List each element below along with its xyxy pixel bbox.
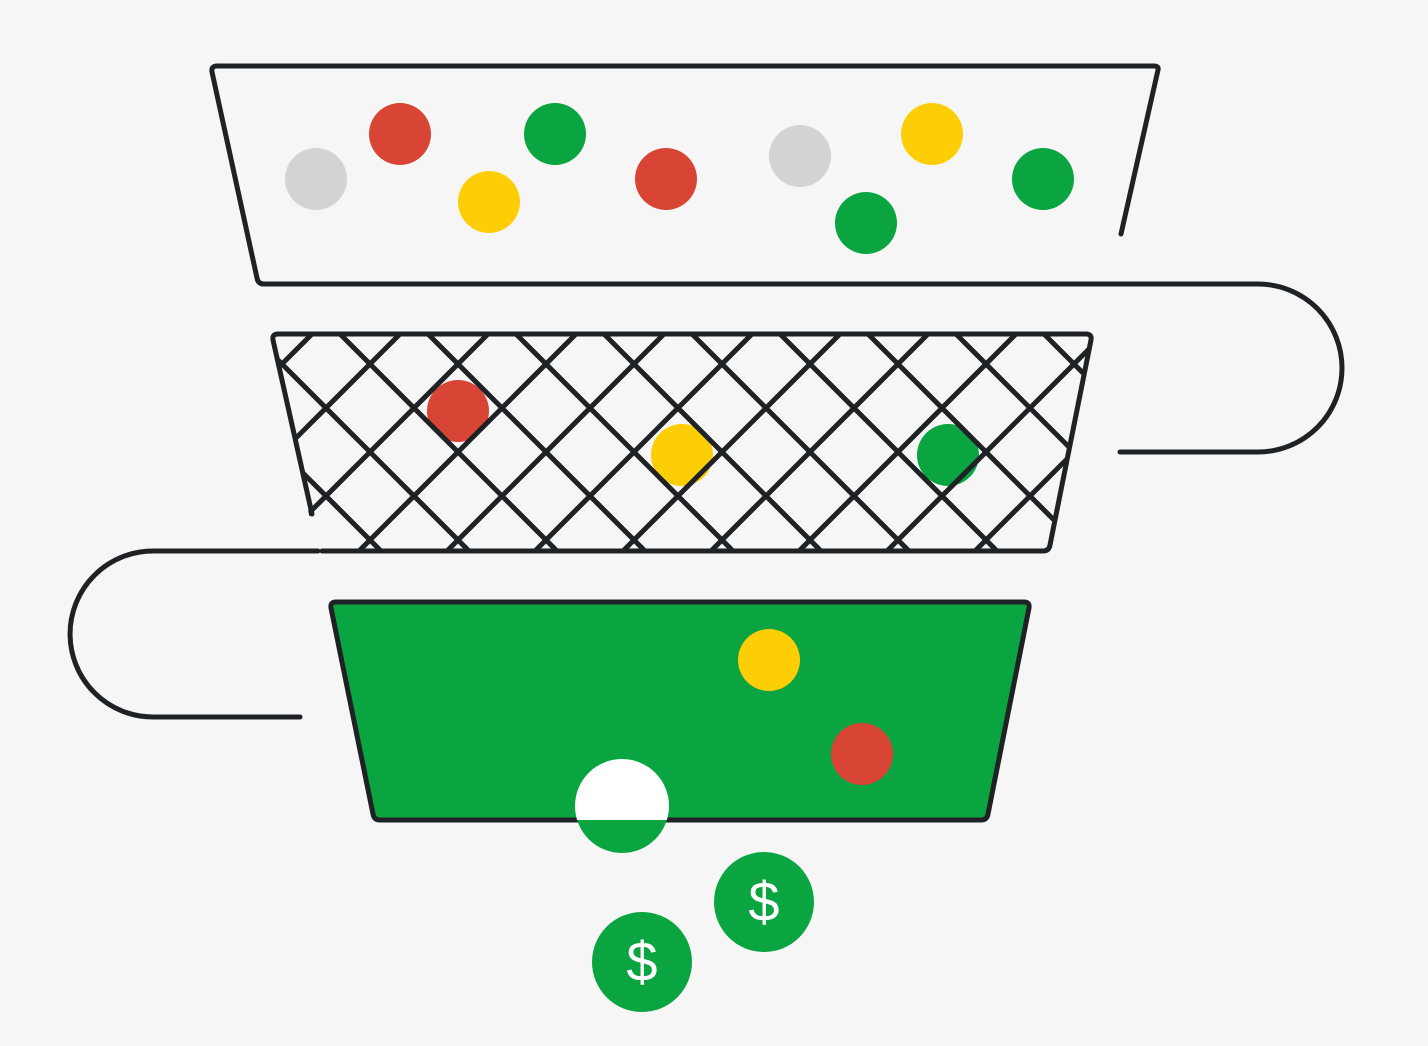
dollar-coin: $	[714, 852, 814, 952]
yellow-ball	[901, 103, 963, 165]
mesh-line	[426, 334, 680, 551]
mesh-net	[0, 320, 1428, 570]
mesh-line	[676, 334, 930, 551]
connector-track-right	[259, 281, 1345, 455]
red-ball	[635, 148, 697, 210]
red-ball	[369, 103, 431, 165]
mesh-line	[324, 334, 578, 551]
top-tier-balls	[285, 103, 1074, 254]
yellow-ball	[458, 171, 520, 233]
mesh-line	[866, 334, 1091, 551]
mesh-line	[764, 334, 1018, 551]
mesh-line	[778, 334, 1032, 551]
mesh-line	[338, 334, 592, 551]
dollar-coins: $ $	[592, 852, 814, 1012]
mesh-line	[602, 334, 856, 551]
gray-ball	[285, 148, 347, 210]
dollar-coin: $	[592, 912, 692, 1012]
mesh-line	[412, 334, 666, 551]
funnel-tier-top-outline	[209, 63, 1161, 287]
red-ball	[831, 723, 893, 785]
yellow-ball	[651, 424, 713, 486]
bottom-tier-balls	[738, 629, 893, 785]
mesh-line	[1028, 334, 1091, 551]
mesh-line	[588, 334, 842, 551]
gray-ball	[769, 125, 831, 187]
mesh-line	[940, 334, 1091, 551]
green-ball	[917, 424, 979, 486]
mesh-line	[274, 334, 328, 551]
yellow-ball	[738, 629, 800, 691]
connector-track-left	[67, 548, 321, 720]
red-ball	[427, 380, 489, 442]
dollar-sign-icon: $	[748, 870, 779, 933]
falling-ball-inside	[575, 759, 669, 820]
mesh-line	[0, 320, 238, 570]
middle-tier-balls	[427, 380, 979, 486]
green-ball	[1012, 148, 1074, 210]
mesh-line	[1206, 320, 1428, 570]
funnel-tier-middle	[0, 320, 1428, 570]
funnel-tier-bottom-body	[328, 599, 1032, 823]
coin-body	[592, 912, 692, 1012]
funnel-tier-top	[209, 63, 1161, 287]
mesh-line	[690, 334, 944, 551]
funnel-tier-middle-outline	[270, 331, 1094, 554]
mesh-line	[1118, 320, 1368, 570]
mesh-line	[0, 320, 150, 570]
green-ball	[524, 103, 586, 165]
mesh-line	[514, 334, 768, 551]
dollar-sign-icon: $	[626, 930, 657, 993]
funnel-tier-bottom	[328, 599, 1032, 853]
green-ball	[835, 192, 897, 254]
mesh-line	[1294, 320, 1428, 570]
coin-body	[714, 852, 814, 952]
mesh-line	[500, 334, 754, 551]
